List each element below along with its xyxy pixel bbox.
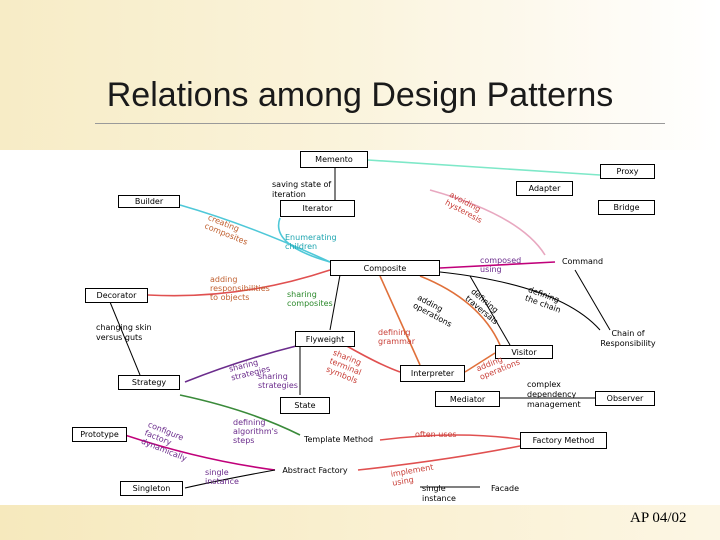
label-sharing-strategies-2: sharing strategies — [258, 372, 308, 390]
label-single-instance-2-text: single instance — [422, 484, 456, 503]
label-composed-using-text: composed using — [480, 256, 522, 274]
label-defining-algorithm-steps: defining algorithm's steps — [233, 418, 288, 445]
label-enumerating-children: Enumerating children — [285, 233, 355, 251]
label-sharing-composites-text: sharing composites — [287, 290, 333, 308]
edge-strategy-template — [179, 394, 301, 436]
edge-adapter-command — [429, 189, 546, 256]
label-often-uses: often uses — [415, 430, 457, 439]
label-sharing-composites: sharing composites — [287, 290, 342, 308]
edge-builder-composite — [179, 204, 331, 263]
label-defining-grammar-text: defining grammar — [378, 328, 416, 346]
edge-flyweight-strategy — [184, 344, 301, 383]
label-often-uses-text: often uses — [415, 430, 457, 439]
node-command: Command — [561, 257, 604, 266]
chain-of-responsibility-label: Chain of Responsibility — [600, 329, 656, 348]
edge-composite-chain — [439, 271, 601, 331]
label-adding-responsibilities-text: adding responsibilities to objects — [210, 275, 270, 302]
node-proxy: Proxy — [600, 164, 655, 179]
label-defining-grammar: defining grammar — [378, 328, 423, 346]
slide-title: Relations among Design Patterns — [106, 76, 614, 114]
node-mediator: Mediator — [435, 391, 500, 407]
label-complex-dependency: complex dependency management — [527, 380, 592, 410]
edge-composite-visitor — [419, 275, 501, 346]
node-facade: Facade — [490, 484, 520, 493]
edge-visitor-traversal — [469, 275, 511, 346]
node-abstract-factory: Abstract Factory — [282, 465, 348, 475]
node-bridge: Bridge — [598, 200, 655, 215]
label-changing-skin: changing skin versus guts — [96, 323, 166, 343]
node-builder: Builder — [118, 195, 180, 208]
edge-composite-command — [439, 261, 556, 269]
node-memento: Memento — [300, 151, 368, 168]
node-strategy: Strategy — [118, 375, 180, 390]
node-iterator: Iterator — [280, 200, 355, 217]
label-single-instance-1: single instance — [205, 468, 245, 486]
node-interpreter: Interpreter — [400, 365, 465, 382]
node-adapter: Adapter — [516, 181, 573, 196]
footer-background — [0, 505, 720, 540]
node-observer: Observer — [595, 391, 655, 406]
label-defining-algorithm-steps-text: defining algorithm's steps — [233, 418, 278, 445]
node-state: State — [280, 397, 330, 414]
label-changing-skin-text: changing skin versus guts — [96, 323, 152, 342]
label-sharing-strategies-2-text: sharing strategies — [258, 372, 298, 390]
edge-decorator-strategy — [109, 301, 141, 376]
edge-abstract-prototype — [124, 434, 276, 471]
node-singleton: Singleton — [120, 481, 183, 496]
label-enumerating-children-text: Enumerating children — [285, 233, 337, 251]
node-factory-method: Factory Method — [520, 432, 607, 449]
label-saving-state: saving state of iteration — [272, 180, 350, 200]
edge-abstract-singleton — [184, 469, 276, 489]
edge-composite-flyweight — [329, 274, 341, 331]
title-divider — [95, 123, 665, 124]
edge-decorator-composite — [147, 269, 331, 297]
edge-flyweight-interpreter — [344, 344, 401, 373]
label-adding-responsibilities: adding responsibilities to objects — [210, 275, 280, 302]
node-decorator: Decorator — [85, 288, 148, 303]
node-prototype: Prototype — [72, 427, 127, 442]
slide-footer: AP 04/02 — [630, 510, 687, 526]
edge-iterator-composite — [277, 217, 331, 263]
edge-composite-interpreter — [379, 275, 421, 366]
node-chain-of-responsibility: Chain of Responsibility — [593, 327, 663, 351]
edge-template-factory — [379, 434, 526, 441]
node-flyweight: Flyweight — [295, 331, 355, 347]
edge-interpreter-visitor — [464, 352, 496, 373]
label-saving-state-text: saving state of iteration — [272, 180, 332, 199]
node-composite: Composite — [330, 260, 440, 276]
header-background — [0, 0, 720, 150]
edge-memento-proxy — [367, 159, 601, 176]
edge-command-chain — [574, 269, 611, 331]
label-complex-dependency-text: complex dependency management — [527, 380, 581, 409]
edge-abstract-factory — [357, 444, 526, 471]
label-single-instance-1-text: single instance — [205, 468, 239, 486]
label-composed-using: composed using — [480, 256, 528, 274]
node-visitor: Visitor — [495, 345, 553, 359]
label-single-instance-2: single instance — [422, 484, 462, 504]
node-template-method: Template Method — [303, 435, 374, 444]
